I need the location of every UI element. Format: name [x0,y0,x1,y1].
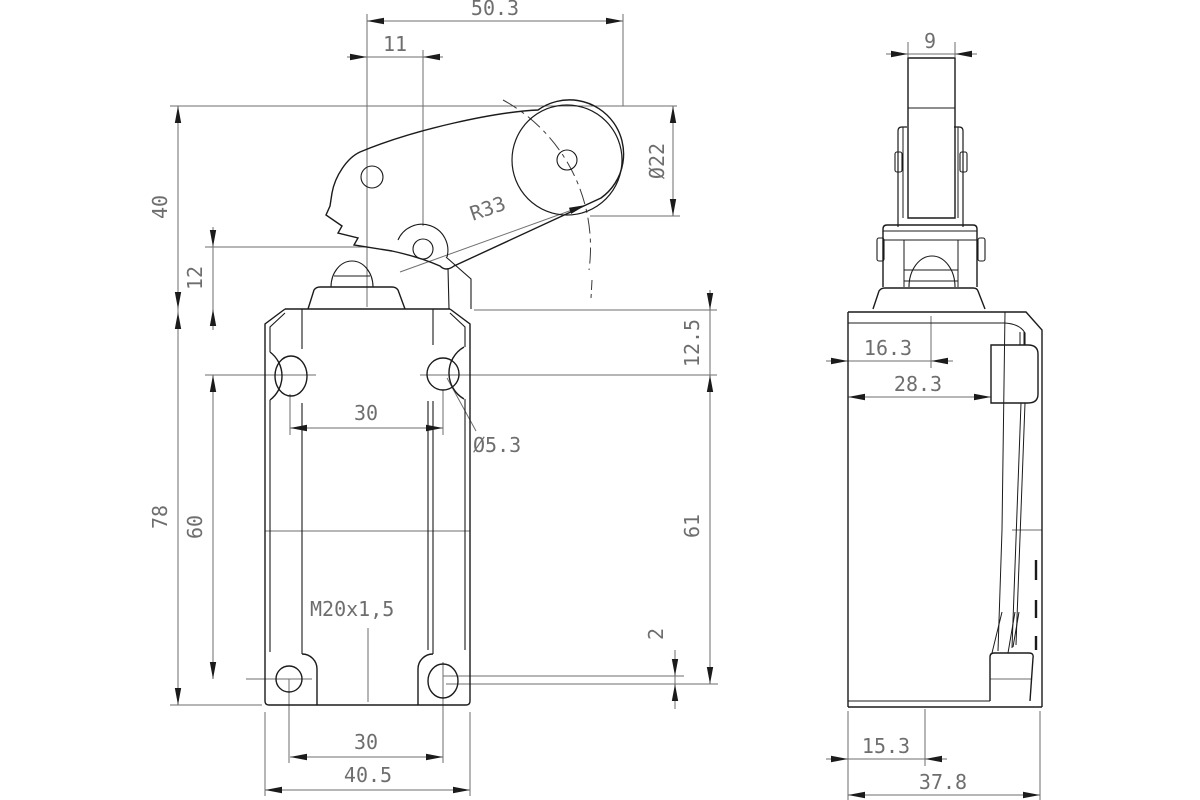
mount-hole-top-right [426,357,460,391]
dim-lever-top-height: 40 [148,195,172,219]
head-clamp-tab [990,344,1039,404]
side-foot [989,652,1034,702]
dimension-labels: 50.3 11 40 12 78 60 30 Ø5.3 R33 Ø22 12.5… [148,0,967,794]
dim-pretravel: 12 [183,266,207,290]
dim-head-height: 12.5 [680,319,704,367]
dim-slot-offset: 2 [644,628,668,640]
plunger-boot [307,286,406,310]
dim-body-height: 78 [148,505,172,529]
dim-conduit-offset: 15.3 [862,734,910,758]
dimension-lines [170,14,1042,800]
dim-lower-height: 61 [680,514,704,538]
roller [511,104,623,216]
dim-hole-diameter: Ø5.3 [473,433,521,457]
front-view [264,99,625,706]
dim-conduit-thread: M20x1,5 [310,597,394,621]
dim-action-radius: R33 [467,191,509,225]
side-view [847,57,1043,708]
roller-side [907,57,956,219]
dim-overall-width: 50.3 [471,0,519,20]
dim-roller-diameter: Ø22 [645,143,669,179]
dim-plunger-offset: 16.3 [864,336,912,360]
mount-hole-top-left [274,355,308,397]
dim-roller-width: 9 [924,29,936,53]
mount-slot-bottom-right [427,663,459,699]
dimension-arrows [174,17,1040,799]
dim-hole-span-top: 30 [354,401,378,425]
dim-roller-offset: 11 [383,32,407,56]
roller-lever [325,99,625,270]
mount-hole-bottom-left [275,665,303,693]
dim-hole-span-vertical: 60 [183,515,207,539]
lever-pivot-hole [412,238,434,260]
dim-body-depth: 37.8 [919,770,967,794]
dim-hole-span-bottom: 30 [354,730,378,754]
lever-end-hole [360,165,384,189]
dim-body-width: 40.5 [344,763,392,787]
dim-head-depth: 28.3 [894,372,942,396]
